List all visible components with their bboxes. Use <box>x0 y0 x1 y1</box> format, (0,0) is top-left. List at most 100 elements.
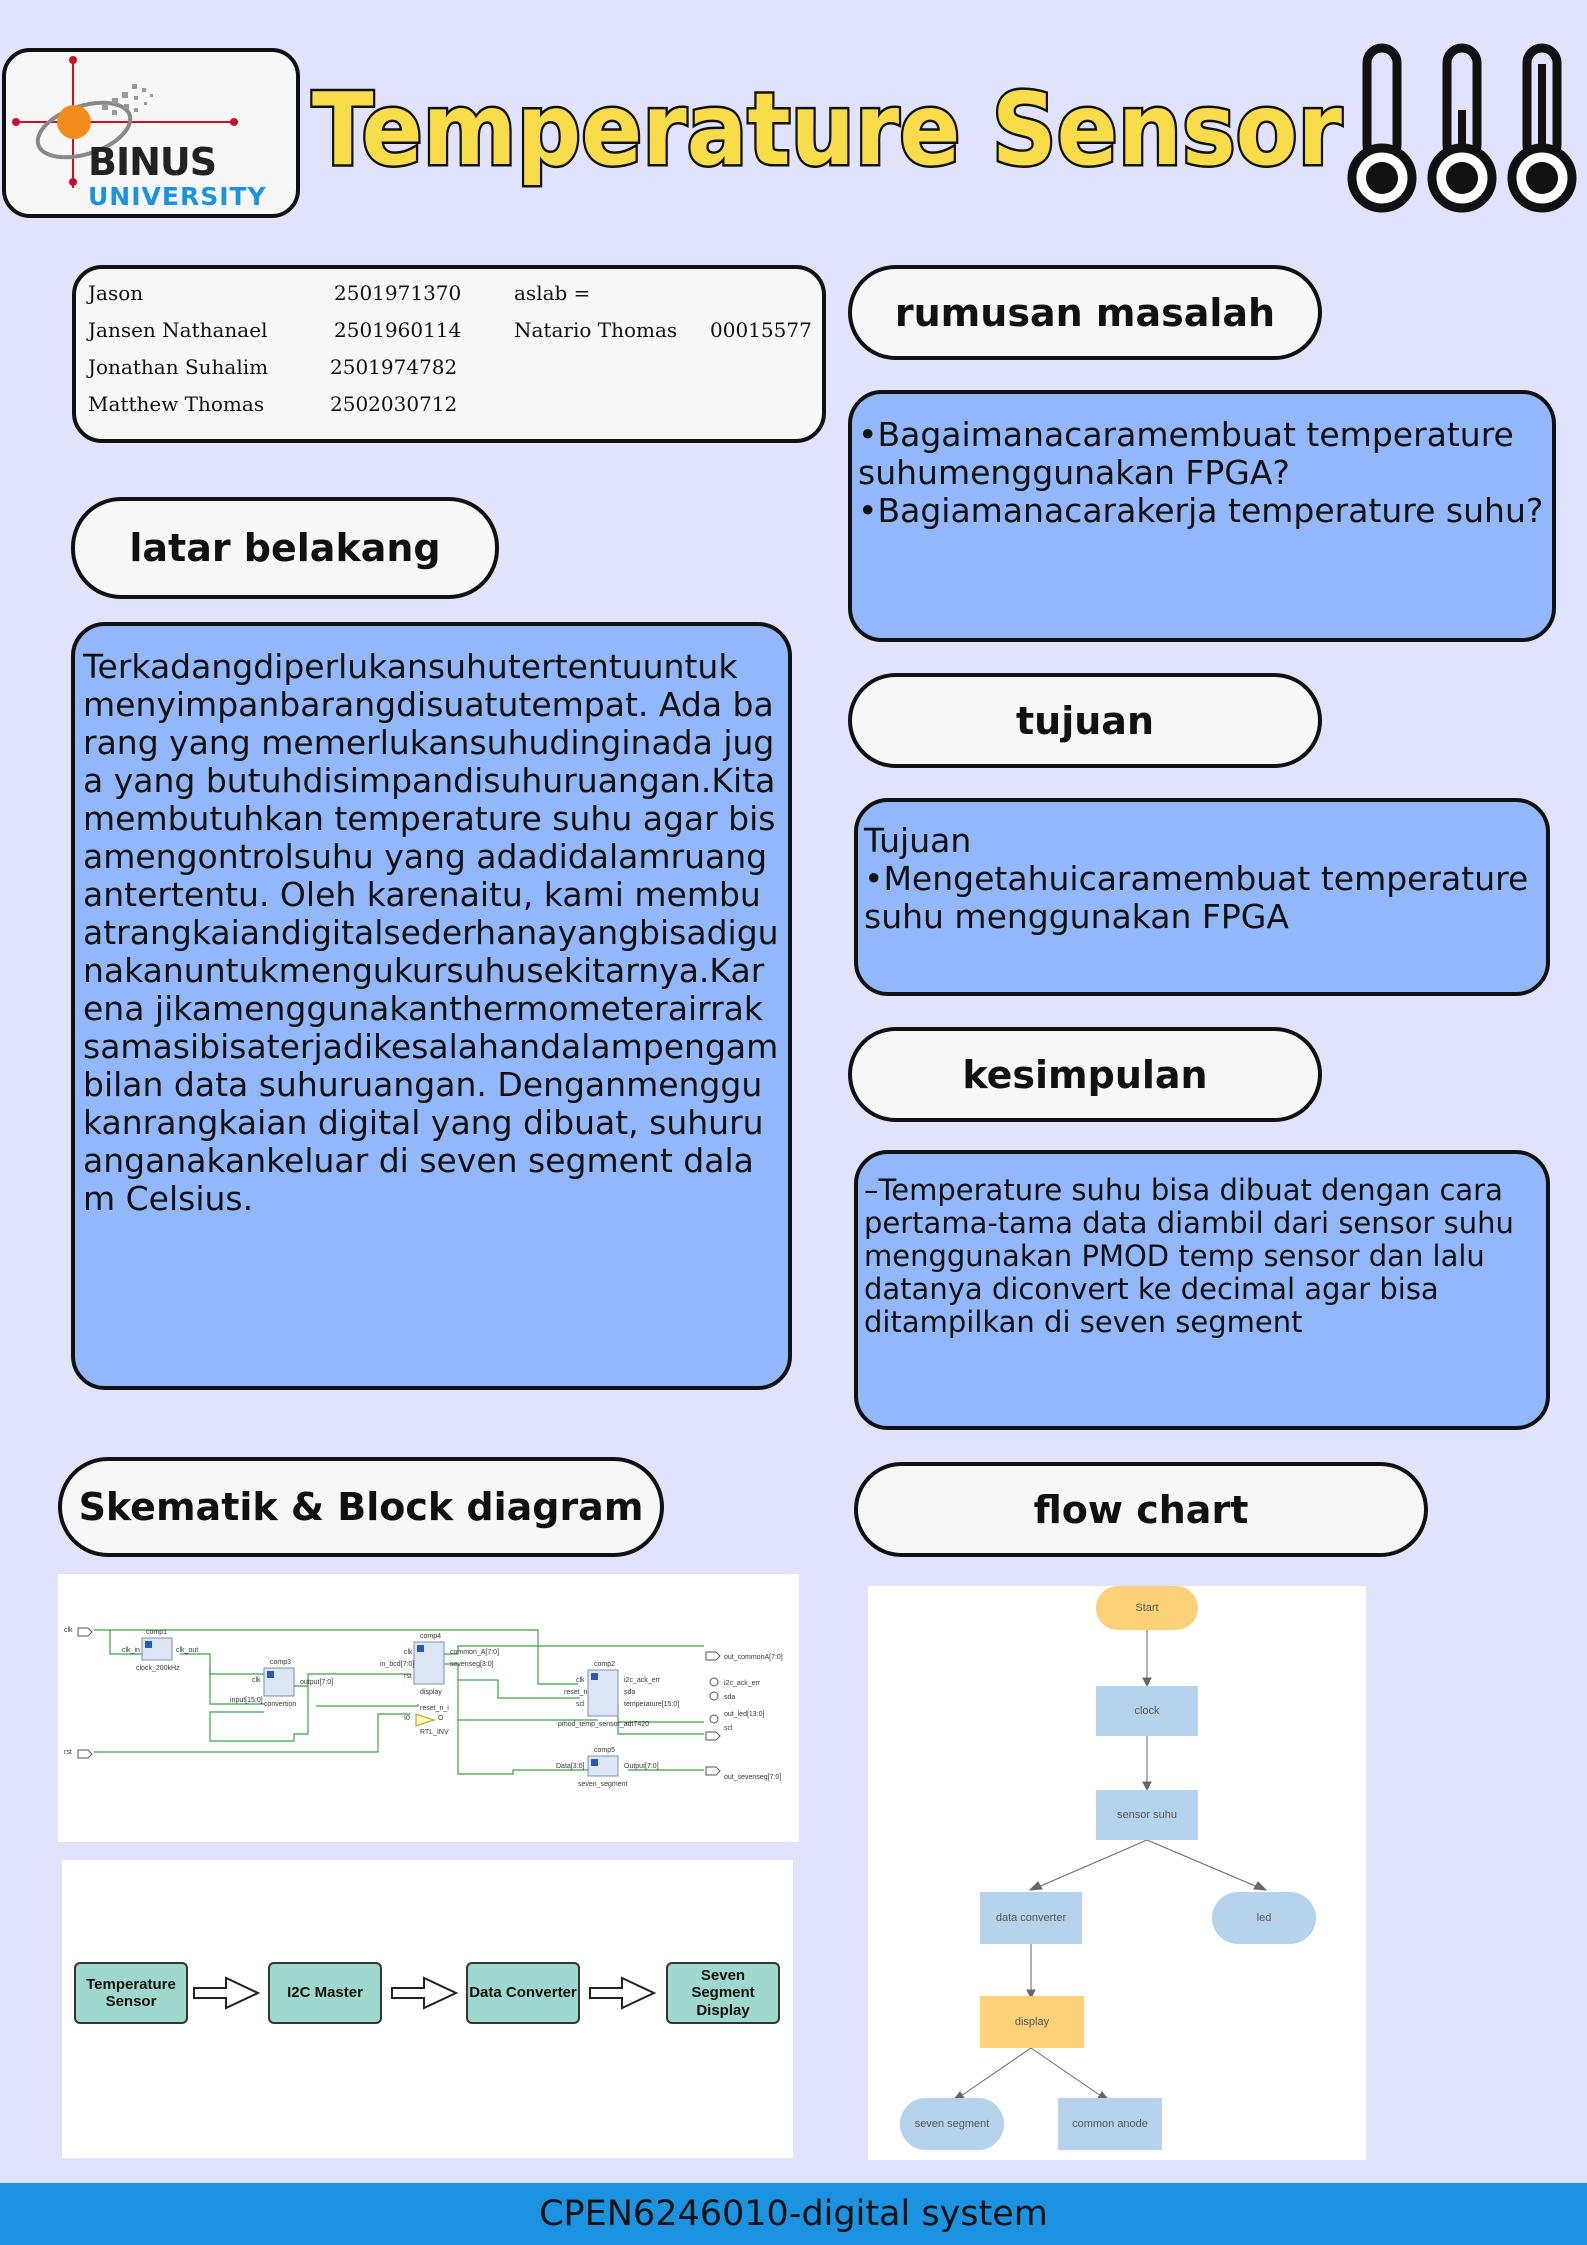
rumusan-item: •Bagaimanacaramembuat temperature suhume… <box>858 415 1514 492</box>
schematic-block-name: reset_n_i <box>420 1705 449 1712</box>
schematic-block-sub: pmod_temp_sensor_adt7420 <box>558 1721 649 1728</box>
schematic-block-name: comp2 <box>594 1661 615 1668</box>
flowchart-heading-text: flow chart <box>1033 1487 1249 1532</box>
flow-node-seven-segment: seven segment <box>900 2098 1004 2150</box>
schematic-pin: reset_n <box>564 1689 587 1696</box>
tujuan-heading: tujuan <box>848 673 1322 768</box>
member-row: Jonathan Suhalim <box>88 355 268 379</box>
logo-text-university: UNIVERSITY <box>88 182 267 211</box>
logo-text-binus: BINUS <box>88 140 217 184</box>
tujuan-card: Tujuan •Mengetahuicaramembuat temperatur… <box>854 798 1550 996</box>
flow-node-sensor-suhu: sensor suhu <box>1096 1790 1198 1840</box>
schematic-pin: Output[7:0] <box>624 1763 659 1770</box>
member-name: Jason <box>88 281 144 305</box>
schematic-pin: clk_in <box>122 1647 140 1654</box>
members-card: Jason 2501971370 Jansen Nathanael 250196… <box>72 265 826 443</box>
block-label: Temperature Sensor <box>86 1975 176 2010</box>
footer-text: CPEN6246010-digital system <box>539 2194 1048 2234</box>
schematic-pin: in_bcd[7:0] <box>380 1661 414 1668</box>
rumusan-card: •Bagaimanacaramembuat temperature suhume… <box>848 390 1556 642</box>
thermometer-icons <box>1347 43 1577 213</box>
tujuan-item: •Mengetahuicaramembuat temperature suhu … <box>864 859 1529 936</box>
schematic-pin: clk <box>576 1677 585 1684</box>
schematic-block-name: comp1 <box>146 1629 167 1636</box>
schematic-pin: common_A[7:0] <box>450 1649 499 1656</box>
arrow-right-icon <box>589 1976 657 2010</box>
aslab-id: 00015577 <box>710 318 812 342</box>
logo-mark <box>12 56 238 188</box>
logo: BINUS UNIVERSITY <box>2 48 300 218</box>
flowchart-heading: flow chart <box>854 1462 1428 1557</box>
block-data-converter: Data Converter <box>466 1962 580 2024</box>
block-temperature-sensor: Temperature Sensor <box>74 1962 188 2024</box>
schematic-pin: Data[3:0] <box>556 1763 584 1770</box>
schematic-port-label: scl <box>724 1725 733 1732</box>
schematic-pin: I0 <box>404 1715 410 1722</box>
schematic-pin: scl <box>576 1701 585 1708</box>
aslab-label: aslab = <box>514 281 591 305</box>
member-id: 2501971370 <box>334 281 462 305</box>
member-name: Matthew Thomas <box>88 392 265 416</box>
schematic-port-label: out_sevenseg[7:0] <box>724 1774 781 1781</box>
aslab-name: Natario Thomas <box>514 318 678 342</box>
kesimpulan-heading: kesimpulan <box>848 1027 1322 1122</box>
flow-node-led: led <box>1212 1892 1316 1944</box>
member-name: Jansen Nathanael <box>88 318 268 342</box>
flowchart-panel: Start clock sensor suhu data converter l… <box>868 1586 1366 2160</box>
kesimpulan-card: –Temperature suhu bisa dibuat dengan car… <box>854 1150 1550 1430</box>
tujuan-heading-text: tujuan <box>1016 698 1154 743</box>
block-label: Seven Segment Display <box>691 1967 755 2019</box>
arrow-right-icon <box>193 1976 261 2010</box>
tujuan-label: Tujuan <box>864 821 972 860</box>
schematic-pin: i2c_ack_err <box>624 1677 661 1684</box>
rumusan-item: •Bagiamanacarakerja temperature suhu? <box>858 491 1544 530</box>
latar-heading-text: latar belakang <box>129 526 441 570</box>
member-row: Matthew Thomas <box>88 392 264 416</box>
flow-node-start: Start <box>1096 1586 1198 1630</box>
flow-node-label: display <box>1014 2016 1050 2028</box>
schematic-pin: clk_out <box>176 1647 198 1654</box>
schematic-block-sub: seven_segment <box>578 1781 627 1788</box>
latar-heading: latar belakang <box>71 497 499 599</box>
schematic-pin: sevenseg[3:0] <box>450 1661 494 1668</box>
flow-node-common-anode: common anode <box>1058 2098 1162 2150</box>
flow-node-label: seven segment <box>914 2118 990 2130</box>
page-title: Temperature Sensor <box>304 60 1354 191</box>
schematic-diagram: clk rst out_commonA[7:0] i2c_ack_err sda… <box>64 1627 783 1788</box>
schematic-port-label: sda <box>724 1694 735 1701</box>
flow-node-data-converter: data converter <box>980 1892 1082 1944</box>
schematic-pin: clk <box>252 1677 261 1684</box>
schematic-pin: clk <box>404 1649 413 1656</box>
flow-node-display: display <box>980 1996 1084 2048</box>
flow-node-label: clock <box>1134 1705 1160 1717</box>
schematic-pin: output[7:0] <box>300 1679 333 1686</box>
flow-node-label: led <box>1256 1912 1272 1924</box>
block-label: I2C Master <box>287 1984 363 2002</box>
member-id: 2501974782 <box>330 355 458 379</box>
schematic-block-name: comp5 <box>594 1747 615 1754</box>
member-row: Jason <box>88 281 143 305</box>
member-id: 2502030712 <box>330 392 458 416</box>
flow-node-label: Start <box>1135 1602 1159 1614</box>
block-i2c-master: I2C Master <box>268 1962 382 2024</box>
flow-node-label: common anode <box>1072 2118 1148 2130</box>
schematic-block-name: comp3 <box>270 1659 291 1666</box>
schematic-port-label: out_led[13:0] <box>724 1711 765 1718</box>
schematic-pin: rst <box>404 1673 412 1680</box>
member-name: Jonathan Suhalim <box>88 355 269 379</box>
schematic-panel: clk rst out_commonA[7:0] i2c_ack_err sda… <box>58 1574 799 1842</box>
latar-text: Terkadangdiperlukansuhutertentuuntuk men… <box>83 647 779 1218</box>
thermometer-high-icon <box>1507 43 1577 213</box>
schematic-port-label: out_commonA[7:0] <box>724 1654 783 1661</box>
schematic-block-sub: convertion <box>264 1701 296 1708</box>
page-title-text: Temperature Sensor <box>312 71 1343 188</box>
schematic-block-sub: display <box>420 1689 442 1696</box>
flow-node-label: data converter <box>995 1912 1067 1924</box>
schematic-pin: temperature[15:0] <box>624 1701 679 1708</box>
rumusan-heading-text: rumusan masalah <box>894 290 1276 335</box>
flow-node-label: sensor suhu <box>1117 1809 1177 1821</box>
thermometer-mid-icon <box>1427 43 1497 213</box>
schematic-block-sub: RTL_INV <box>420 1729 449 1736</box>
block-label: Data Converter <box>469 1984 577 2002</box>
block-diagram-panel: Temperature Sensor I2C Master Data Conve… <box>62 1860 793 2158</box>
